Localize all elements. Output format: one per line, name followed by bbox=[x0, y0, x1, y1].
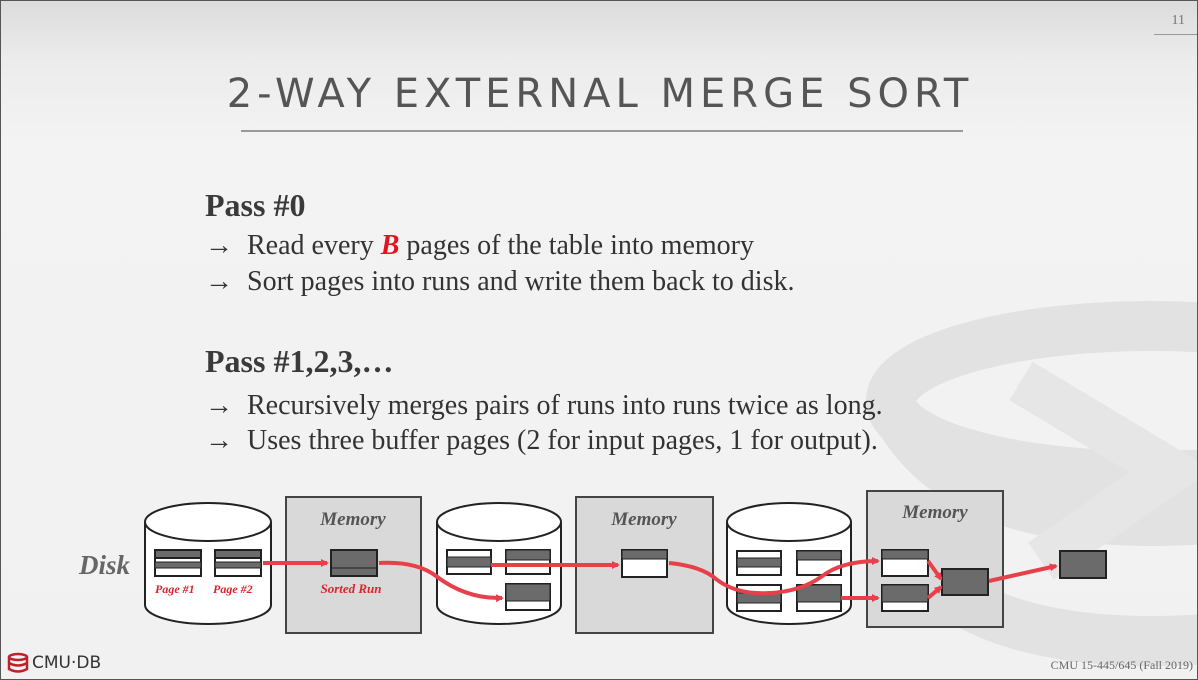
memory-label-2: Memory bbox=[610, 509, 677, 530]
page-number-rule bbox=[1154, 34, 1197, 35]
page-1-label: Page #1 bbox=[155, 582, 195, 596]
pass1-bullet-1: → Recursively merges pairs of runs into r… bbox=[205, 390, 883, 422]
disk-page-1 bbox=[154, 549, 202, 577]
arrow-icon: → bbox=[205, 266, 233, 297]
disk-label: Disk bbox=[78, 550, 131, 580]
sorted-run-page bbox=[330, 549, 378, 577]
arrow-icon: → bbox=[205, 230, 233, 261]
bullet-text: Sort pages into runs and write them back… bbox=[247, 266, 795, 297]
course-label: CMU 15-445/645 (Fall 2019) bbox=[1050, 658, 1193, 672]
arrow-icon: → bbox=[205, 390, 233, 421]
bullet-text-before: Read every bbox=[247, 230, 381, 261]
cmu-db-logo: CMU·DB bbox=[7, 652, 101, 674]
disk-cylinder-3 bbox=[726, 502, 852, 625]
bullet-text: Uses three buffer pages (2 for input pag… bbox=[247, 425, 878, 456]
database-logo-icon bbox=[7, 652, 29, 673]
pass0-bullet-2: → Sort pages into runs and write them bac… bbox=[205, 266, 794, 298]
memory-label-1: Memory bbox=[319, 509, 386, 530]
memory-label-3: Memory bbox=[901, 502, 968, 523]
bullet-text: Recursively merges pairs of runs into ru… bbox=[247, 390, 883, 421]
logo-text: CMU·DB bbox=[32, 653, 102, 673]
pass1-bullet-2: → Uses three buffer pages (2 for input pa… bbox=[205, 425, 878, 457]
bullet-text-after: pages of the table into memory bbox=[399, 230, 754, 261]
pass1-heading: Pass #1,2,3,… bbox=[205, 343, 394, 379]
output-page bbox=[1059, 550, 1107, 579]
sorted-run-label: Sorted Run bbox=[320, 581, 381, 596]
memory-box-3: Memory bbox=[866, 490, 1004, 628]
disk-page-2 bbox=[214, 549, 262, 577]
title-underline bbox=[241, 130, 963, 132]
pass0-bullet-1: → Read every B pages of the table into me… bbox=[205, 230, 754, 262]
disk-cylinder-2 bbox=[436, 502, 562, 625]
data-flow-arrows bbox=[263, 557, 1058, 603]
buffer-variable: B bbox=[380, 230, 400, 261]
slide-title: 2-WAY EXTERNAL MERGE SORT bbox=[226, 71, 974, 117]
disk-cylinder-1: Page #1 Page #2 bbox=[144, 502, 272, 625]
page-2-label: Page #2 bbox=[213, 582, 253, 596]
page-number: 11 bbox=[1171, 13, 1185, 28]
pass0-heading: Pass #0 bbox=[205, 187, 306, 223]
merge-sort-diagram: Disk Page #1 Page #2 Memory Sort bbox=[78, 490, 1107, 634]
arrow-icon: → bbox=[205, 425, 233, 456]
